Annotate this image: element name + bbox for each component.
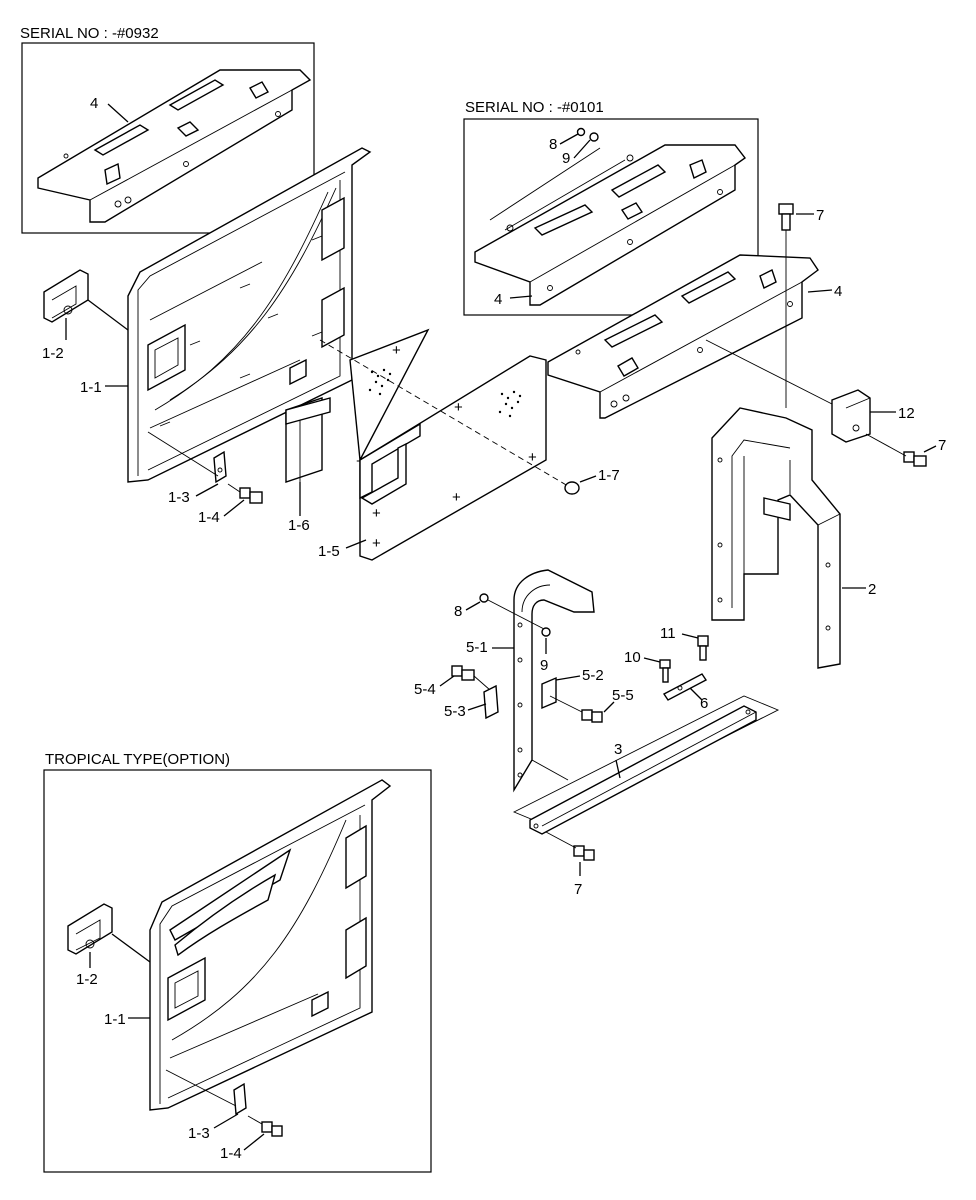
bolt-7-right <box>865 433 927 467</box>
side-cover-1-1 <box>127 147 372 483</box>
bracket-12 <box>831 389 871 443</box>
bolt-7-top <box>778 203 794 408</box>
stopper-tropical-1-3 <box>233 1082 247 1116</box>
inset-title-0932: SERIAL NO : -#0932 <box>20 25 159 42</box>
callout-main-2: 2 <box>868 581 876 598</box>
support-plate-0101 <box>474 144 747 306</box>
stopper-1-3 <box>213 450 227 484</box>
callout-main-4: 4 <box>834 283 842 300</box>
svg-text:+: + <box>528 449 537 466</box>
washer-9 <box>541 627 551 637</box>
callout-main-10: 10 <box>624 649 641 666</box>
leader-inset1-4 <box>107 103 129 123</box>
bolt-5-4 <box>451 665 491 691</box>
callout-5-2: 5-2 <box>582 667 604 684</box>
svg-text:+: + <box>372 535 381 552</box>
callout-inset1-4: 4 <box>90 95 98 112</box>
callout-main-7-bottom: 7 <box>574 881 582 898</box>
callout-trop-1-3: 1-3 <box>188 1125 210 1142</box>
callout-5-5: 5-5 <box>612 687 634 704</box>
callout-main-3: 3 <box>614 741 622 758</box>
callout-main-9: 9 <box>540 657 548 674</box>
callout-main-7-top: 7 <box>816 207 824 224</box>
bolt-5-5 <box>549 695 603 723</box>
callout-trop-1-1: 1-1 <box>104 1011 126 1028</box>
callout-5-4: 5-4 <box>414 681 436 698</box>
callout-1-3: 1-3 <box>168 489 190 506</box>
svg-text:+: + <box>454 399 463 416</box>
callout-1-4: 1-4 <box>198 509 220 526</box>
callout-main-12: 12 <box>898 405 915 422</box>
bolt-8-inset <box>576 127 586 137</box>
bracket-5-3 <box>483 684 499 720</box>
callout-main-7-right: 7 <box>938 437 946 454</box>
support-plate-4 <box>547 254 819 419</box>
frame-2 <box>711 407 841 669</box>
callout-main-8: 8 <box>454 603 462 620</box>
callout-trop-1-4: 1-4 <box>220 1145 242 1162</box>
svg-text:+: + <box>372 505 381 522</box>
callout-trop-1-2: 1-2 <box>76 971 98 988</box>
callout-inset2-9: 9 <box>562 150 570 167</box>
inset-tropical-type: TROPICAL TYPE(OPTION) 1-2 1-1 <box>43 751 432 1173</box>
svg-text:+: + <box>392 342 401 359</box>
plate-3 <box>512 695 780 835</box>
inset-title-tropical: TROPICAL TYPE(OPTION) <box>45 751 230 768</box>
callout-main-11: 11 <box>660 625 676 642</box>
side-cover-tropical <box>149 779 392 1111</box>
inset-serial-0101: SERIAL NO : -#0101 8 9 4 <box>463 99 759 316</box>
latch-tropical-1-2 <box>67 903 113 955</box>
bolt-tropical-1-4 <box>247 1115 283 1137</box>
callout-inset2-8: 8 <box>549 136 557 153</box>
frame-5-1 <box>513 569 595 793</box>
bolt-11 <box>697 635 709 661</box>
callout-1-1: 1-1 <box>80 379 102 396</box>
inset-frame-tropical <box>43 769 432 1173</box>
callout-5-3: 5-3 <box>444 703 466 720</box>
panel-1-5: + + + + + <box>359 355 547 561</box>
washer-9-inset <box>589 132 599 142</box>
clip-1-7 <box>564 481 580 495</box>
bolt-10 <box>659 659 671 683</box>
callout-1-7: 1-7 <box>598 467 620 484</box>
inset-frame-0101 <box>463 118 759 316</box>
bolt-8 <box>479 593 489 603</box>
stay-6 <box>662 673 708 701</box>
inset-frame-0932 <box>21 42 315 234</box>
support-plate-0932 <box>37 69 312 223</box>
svg-text:+: + <box>452 489 461 506</box>
bolt-1-4 <box>227 483 263 504</box>
callout-1-2: 1-2 <box>42 345 64 362</box>
callout-inset2-4: 4 <box>494 291 502 308</box>
bolt-7-bottom <box>545 831 595 861</box>
inset-serial-0932: SERIAL NO : -#0932 4 <box>20 25 315 234</box>
inset-title-0101: SERIAL NO : -#0101 <box>465 99 604 116</box>
callout-main-6: 6 <box>700 695 708 712</box>
callout-1-6: 1-6 <box>288 517 310 534</box>
callout-1-5: 1-5 <box>318 543 340 560</box>
callout-5-1: 5-1 <box>466 639 488 656</box>
latch-1-2 <box>43 269 89 323</box>
bracket-5-2 <box>541 676 557 710</box>
